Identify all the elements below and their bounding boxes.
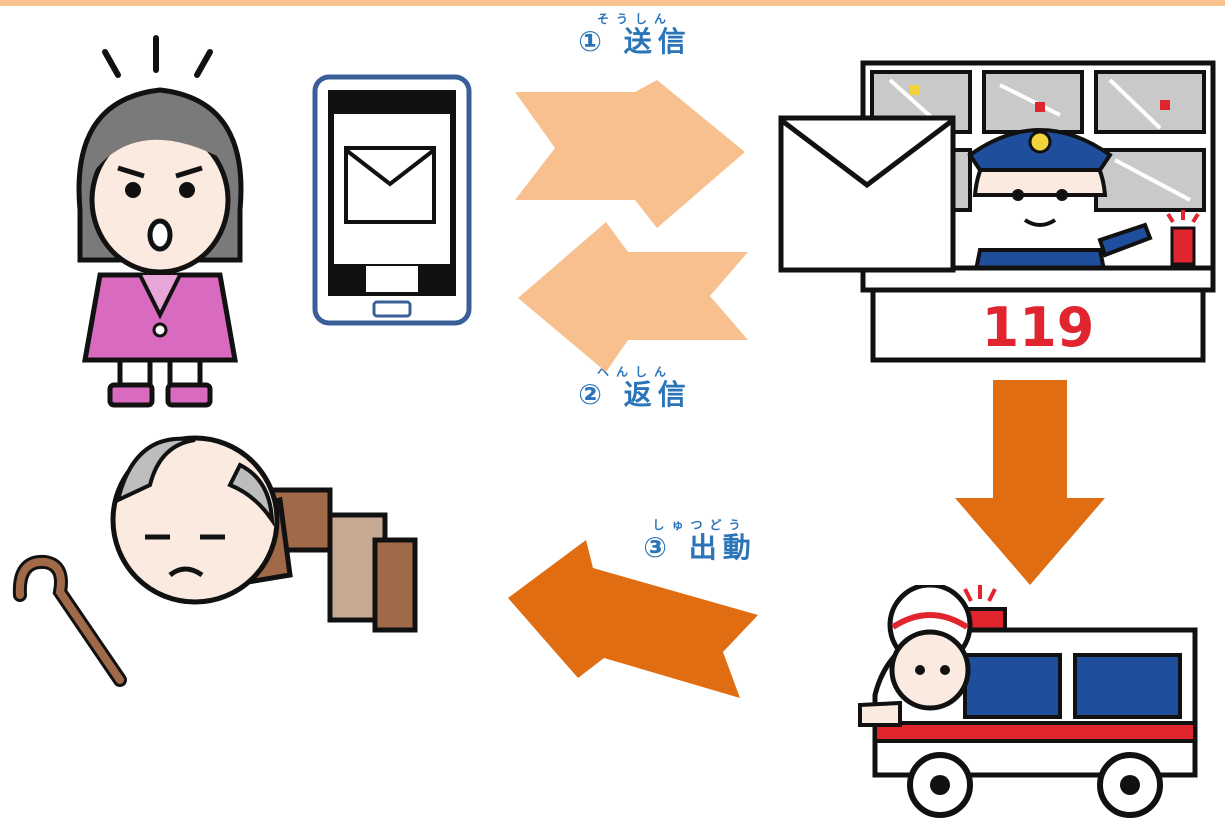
step-1-label: そうしん ① 送信 (560, 12, 710, 58)
cane-icon (12, 554, 127, 687)
step-3-number: ③ (643, 531, 673, 564)
step-1-text: 送信 (623, 25, 692, 58)
step-1-ruby: そうしん (596, 12, 673, 26)
top-accent-bar (0, 0, 1225, 6)
step-2-label: へんしん ② 返信 (560, 365, 710, 411)
ambulance-icon (858, 585, 1198, 818)
step-2-text: 返信 (623, 378, 692, 411)
send-arrow-icon (515, 80, 745, 228)
step-3-text: 出動 (688, 531, 757, 564)
collapsed-elderly-man-icon (110, 435, 418, 633)
step-2-number: ② (578, 378, 608, 411)
distressed-girl-icon (76, 35, 244, 408)
step-1-number: ① (578, 25, 608, 58)
step-3-ruby: しゅつどう (652, 518, 748, 532)
dispatch-arrow-icon (508, 540, 758, 698)
return-arrow-icon (518, 222, 748, 372)
down-arrow-icon (955, 380, 1105, 585)
step-2-ruby: へんしん (596, 365, 673, 379)
step-3-label: しゅつどう ③ 出動 (620, 518, 780, 564)
mail-envelope-icon (778, 115, 956, 273)
smartphone-mail-icon (312, 74, 472, 326)
dispatch-sign: 119 (982, 296, 1095, 359)
